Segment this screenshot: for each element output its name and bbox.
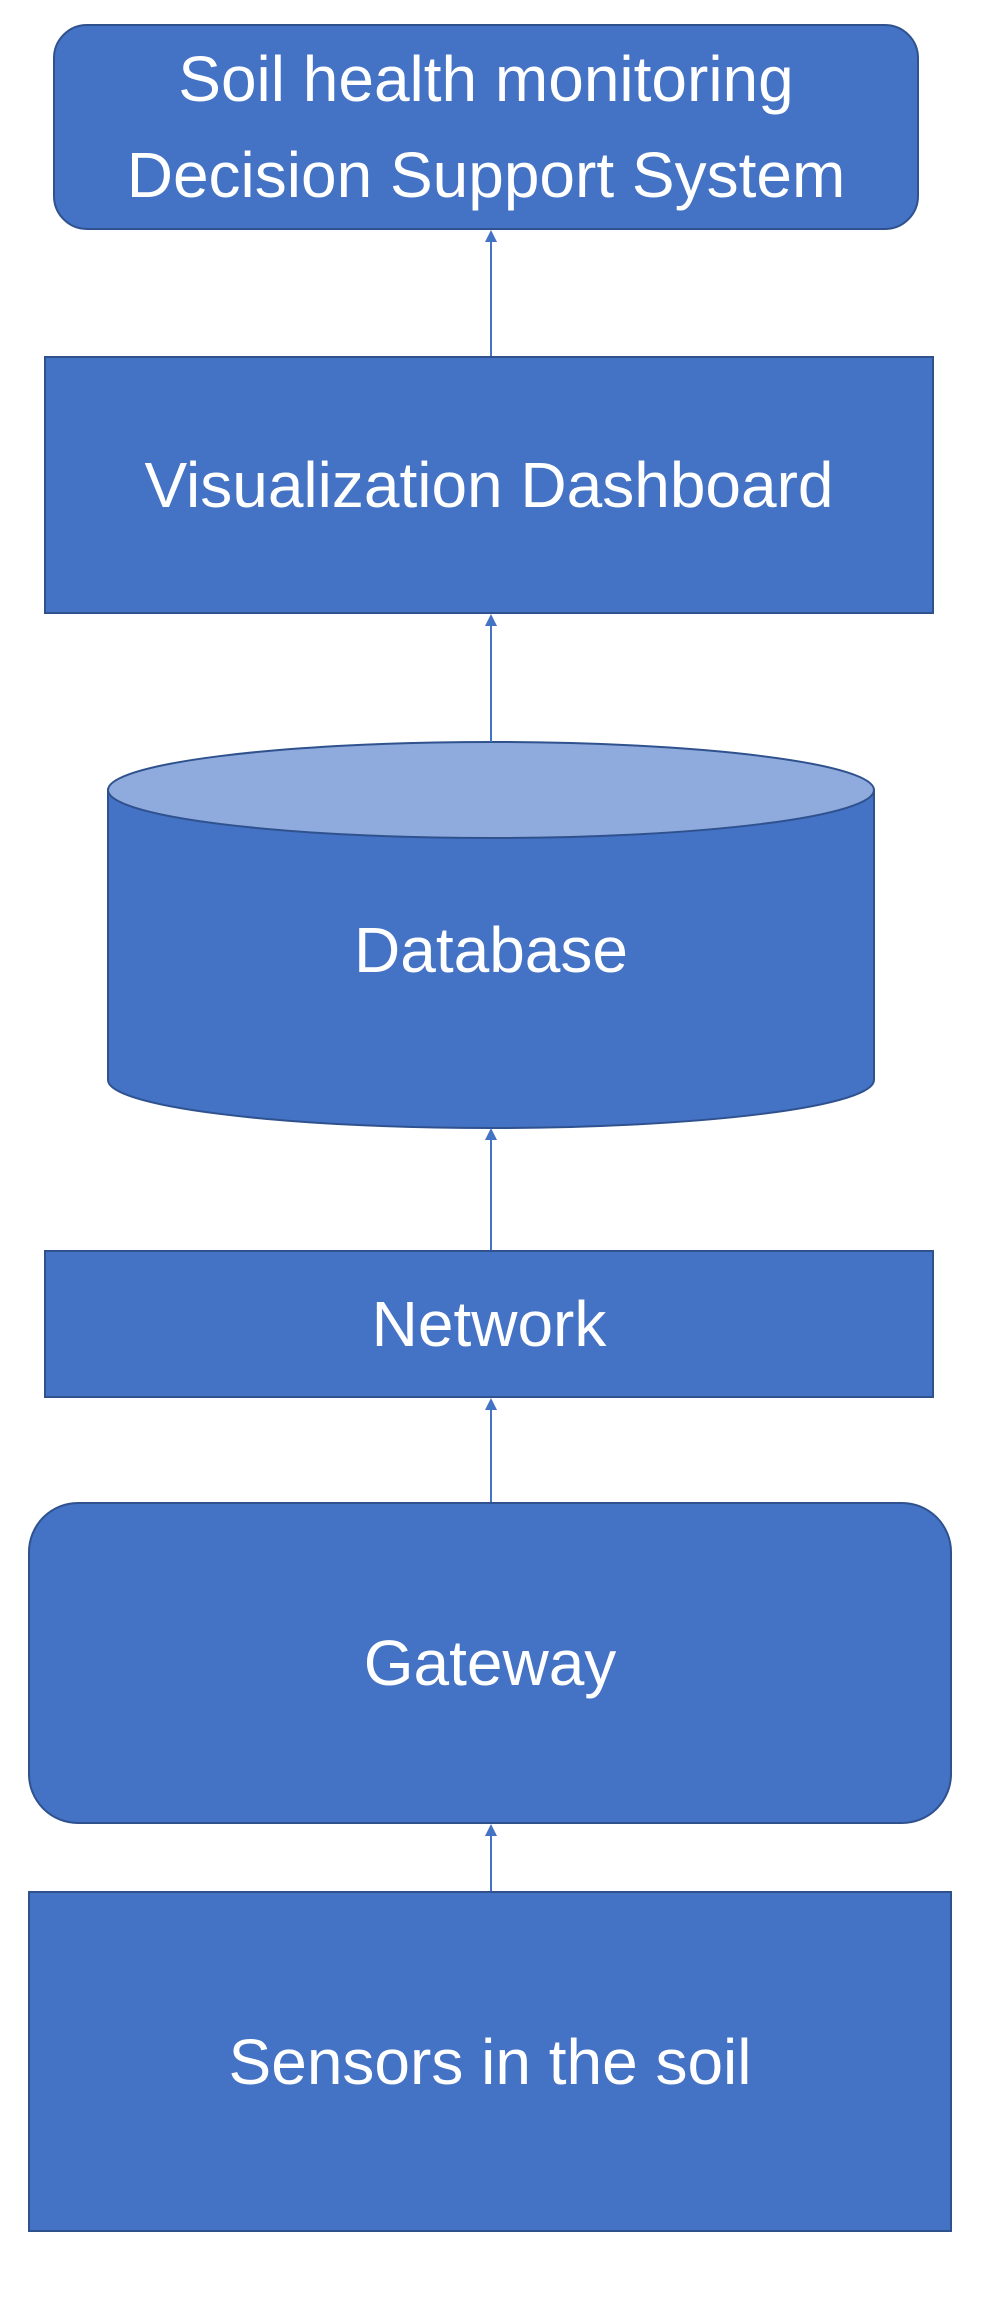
visualization-dashboard-box: Visualization Dashboard	[44, 356, 934, 614]
sensors-box: Sensors in the soil	[28, 1891, 952, 2232]
network-box: Network	[44, 1250, 934, 1398]
dss-title-line-1: Soil health monitoring	[178, 43, 794, 115]
sensors-label: Sensors in the soil	[228, 2025, 752, 2098]
gateway-label: Gateway	[363, 1627, 617, 1699]
database-cylinder-top	[107, 741, 875, 839]
network-label: Network	[371, 1288, 607, 1360]
database-cylinder-body	[107, 789, 875, 1129]
decision-support-system-box: Soil health monitoring Decision Support …	[53, 24, 919, 230]
database-label: Database	[354, 914, 628, 986]
visualization-dashboard-label: Visualization Dashboard	[144, 449, 834, 521]
dss-title-line-2: Decision Support System	[126, 139, 846, 211]
gateway-box: Gateway	[28, 1502, 952, 1824]
